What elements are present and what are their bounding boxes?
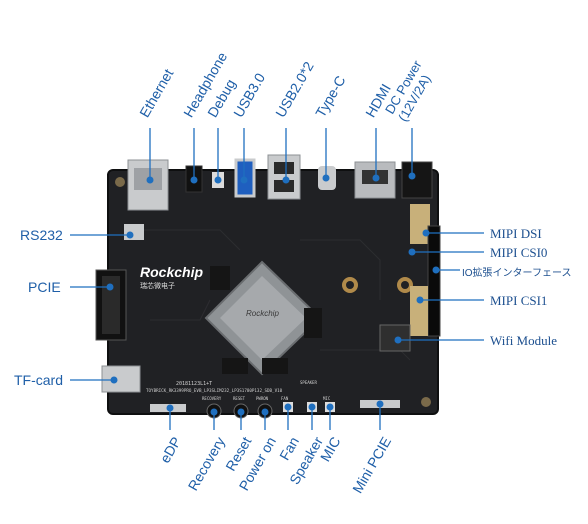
- tf-card-slot: [101, 365, 141, 393]
- label-mipi-csi0: MIPI CSI0: [490, 245, 548, 260]
- leader-lines: [70, 128, 484, 430]
- memory-chip: [304, 308, 322, 338]
- rs232-header: [124, 224, 144, 240]
- label-wifi-module: Wifi Module: [490, 333, 557, 348]
- silk-mic: MIC: [323, 396, 331, 401]
- silk-reset: RESET: [233, 396, 246, 401]
- brand-subtitle: 瑞芯微电子: [140, 281, 175, 290]
- silk-recovery: RECOVERY: [202, 396, 222, 401]
- io-header: [427, 225, 441, 337]
- dc-power-jack: [401, 161, 433, 199]
- mount-hole: [421, 397, 431, 407]
- leader-dots: [106, 172, 440, 416]
- label-mipi-csi1: MIPI CSI1: [490, 293, 548, 308]
- mipi-dsi-connector: [410, 204, 430, 244]
- brand-logo: Rockchip: [140, 264, 203, 280]
- memory-chip: [262, 358, 288, 374]
- silk-speaker: SPEAKER: [300, 380, 317, 385]
- mount-hole: [115, 177, 125, 187]
- mipi-csi1-connector: [410, 286, 428, 336]
- silk-power: PWRON: [256, 396, 269, 401]
- label-mipi-dsi: MIPI DSI: [490, 226, 542, 241]
- usb2-port: [267, 154, 301, 200]
- silk-date: 20181123L1+T: [176, 381, 212, 387]
- soc-marking: Rockchip: [246, 309, 279, 318]
- silk-model: TOYBRICK_RK3399PRO_EVB_LP3SLIM232_LP3S17…: [146, 388, 283, 393]
- memory-chip: [210, 266, 230, 290]
- label-rs232: RS232: [20, 227, 63, 243]
- silk-fan: FAN: [281, 396, 289, 401]
- memory-chip: [222, 358, 248, 374]
- label-tf-card: TF-card: [14, 372, 63, 388]
- label-io-ext: IO拡張インターフェース: [462, 268, 572, 279]
- wifi-module: [379, 324, 411, 352]
- label-pcie: PCIE: [28, 279, 61, 295]
